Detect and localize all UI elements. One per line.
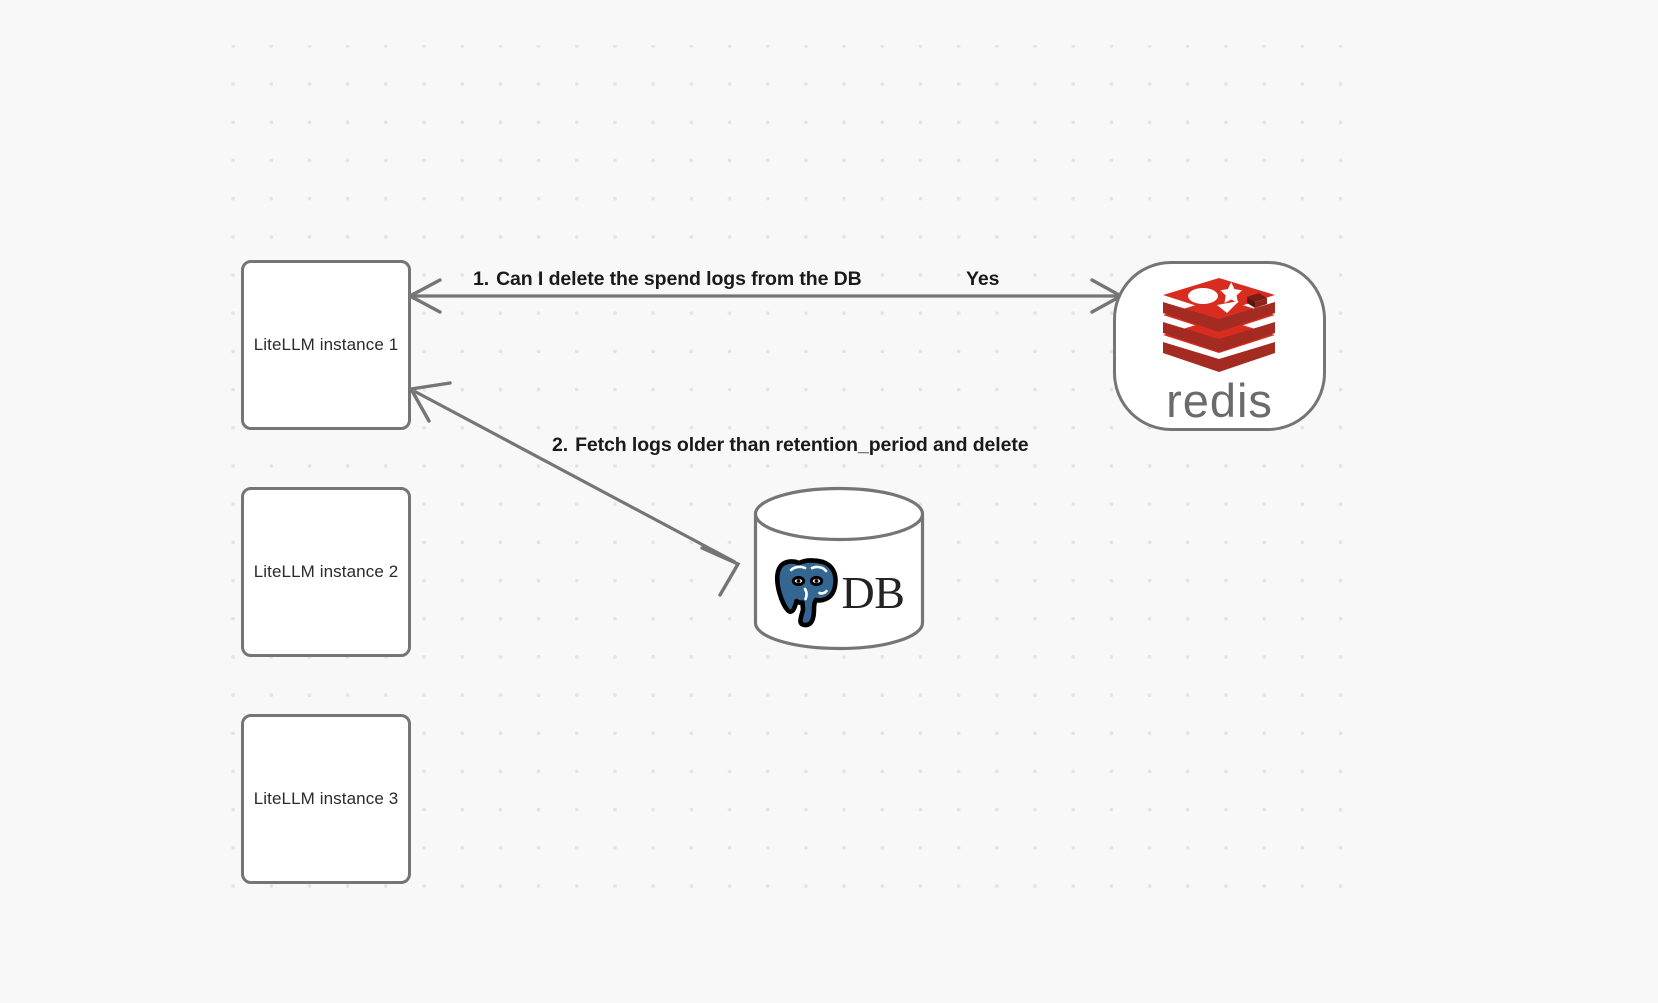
edge-label-db-fetch: 2. Fetch logs older than retention_period… — [552, 434, 1029, 457]
edge-text-yes: Yes — [966, 268, 1000, 290]
redis-wordmark: redis — [1166, 373, 1273, 427]
edge-text-1: Can I delete the spend logs from the DB — [496, 268, 862, 290]
cylinder-shape — [753, 486, 925, 651]
node-label-instance-1: LiteLLM instance 1 — [253, 335, 399, 354]
node-label-instance-2: LiteLLM instance 2 — [253, 562, 399, 581]
node-redis[interactable]: redis — [1113, 261, 1326, 431]
edge-number-2: 2. — [552, 434, 569, 456]
postgresql-elephant-icon — [774, 558, 838, 628]
arrowhead-downright — [700, 546, 741, 597]
node-litellm-instance-1[interactable]: LiteLLM instance 1 — [241, 260, 411, 430]
edge-text-2: Fetch logs older than retention_period a… — [575, 434, 1029, 456]
db-content: DB — [753, 538, 925, 648]
node-postgres-db[interactable]: DB — [753, 486, 925, 651]
redis-logo-icon — [1162, 277, 1275, 372]
arrowhead-upleft — [408, 381, 452, 423]
db-label: DB — [841, 567, 905, 618]
edge-number-1: 1. — [473, 268, 490, 290]
node-label-instance-3: LiteLLM instance 3 — [253, 789, 399, 808]
node-litellm-instance-3[interactable]: LiteLLM instance 3 — [241, 714, 411, 884]
node-litellm-instance-2[interactable]: LiteLLM instance 2 — [241, 487, 411, 657]
edge-label-redis-reply: Yes — [966, 268, 999, 291]
edge-instance1-db — [408, 381, 741, 597]
dot-grid-background — [200, 45, 1360, 900]
edge-label-redis-query: 1. Can I delete the spend logs from the D… — [473, 268, 862, 291]
